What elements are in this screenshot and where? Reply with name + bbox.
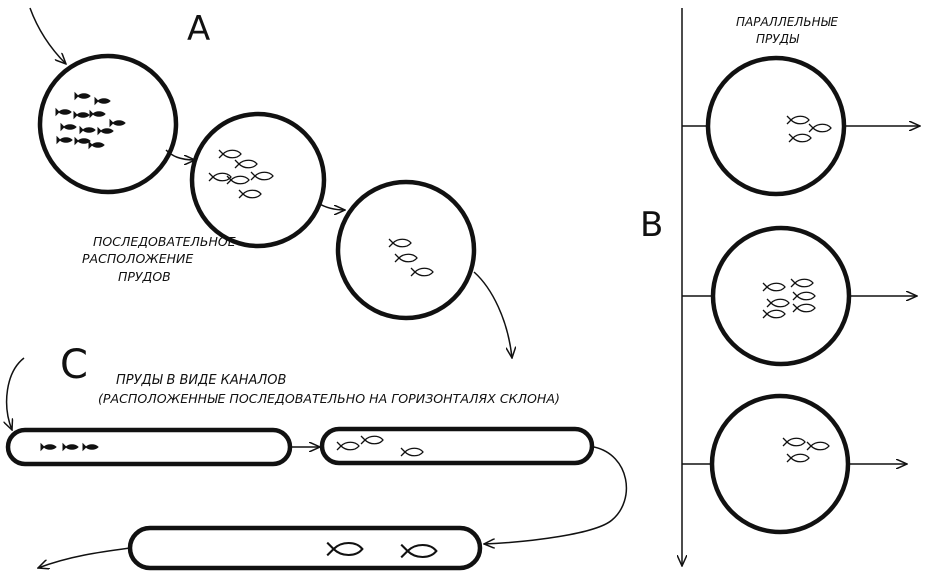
panel-b-caption: ПАРАЛЛЕЛЬНЫЕ ПРУДЫ: [736, 15, 838, 46]
caption-line-1: ПАРАЛЛЕЛЬНЫЕ: [736, 15, 838, 29]
channel-outflow-arrow: [38, 547, 131, 568]
parallel-pond-3: [709, 393, 851, 535]
channel-pond-3: [127, 525, 483, 571]
caption-line-2: (РАСПОЛОЖЕННЫЕ ПОСЛЕДОВАТЕЛЬНО НА ГОРИЗО…: [98, 391, 560, 406]
series-pond-3: [335, 179, 477, 321]
parallel-pond-2: [710, 225, 852, 367]
inflow-arrow: [29, 7, 66, 64]
outflow-arrow: [473, 271, 512, 358]
panel-c: C ПРУДЫ В ВИДЕ КАНАЛОВ (РАСПОЛОЖЕННЫЕ ПО…: [5, 342, 628, 571]
parallel-pond-1: [705, 55, 847, 197]
panel-a: A: [29, 7, 512, 358]
channel-arrow-2-3: [484, 446, 628, 544]
caption-line-1: ПОСЛЕДОВАТЕЛЬНОЕ: [93, 234, 236, 249]
channel-pond-1: [5, 427, 293, 467]
panel-c-letter: C: [60, 342, 88, 388]
channel-pond-2: [319, 426, 595, 466]
flow-arrow-1-2: [165, 149, 195, 160]
fish-group-channel-1: [40, 443, 99, 451]
caption-line-2: ПРУДЫ: [756, 32, 800, 46]
channel-inflow-arrow: [7, 357, 25, 430]
panel-c-caption: ПРУДЫ В ВИДЕ КАНАЛОВ (РАСПОЛОЖЕННЫЕ ПОСЛ…: [98, 373, 560, 406]
caption-line-3: ПРУДОВ: [118, 269, 171, 284]
series-pond-2: [189, 111, 327, 249]
caption-line-1: ПРУДЫ В ВИДЕ КАНАЛОВ: [116, 373, 286, 388]
flow-arrow-2-3: [317, 202, 345, 210]
panel-b-letter: B: [640, 205, 663, 245]
panel-b: B ПАРАЛЛЕЛЬНЫЕ ПРУДЫ: [640, 8, 920, 566]
series-pond-1: [37, 53, 179, 195]
panel-a-letter: A: [187, 9, 210, 49]
caption-line-2: РАСПОЛОЖЕНИЕ: [82, 251, 193, 266]
panel-a-caption: ПОСЛЕДОВАТЕЛЬНОЕ РАСПОЛОЖЕНИЕ ПРУДОВ: [82, 234, 236, 284]
